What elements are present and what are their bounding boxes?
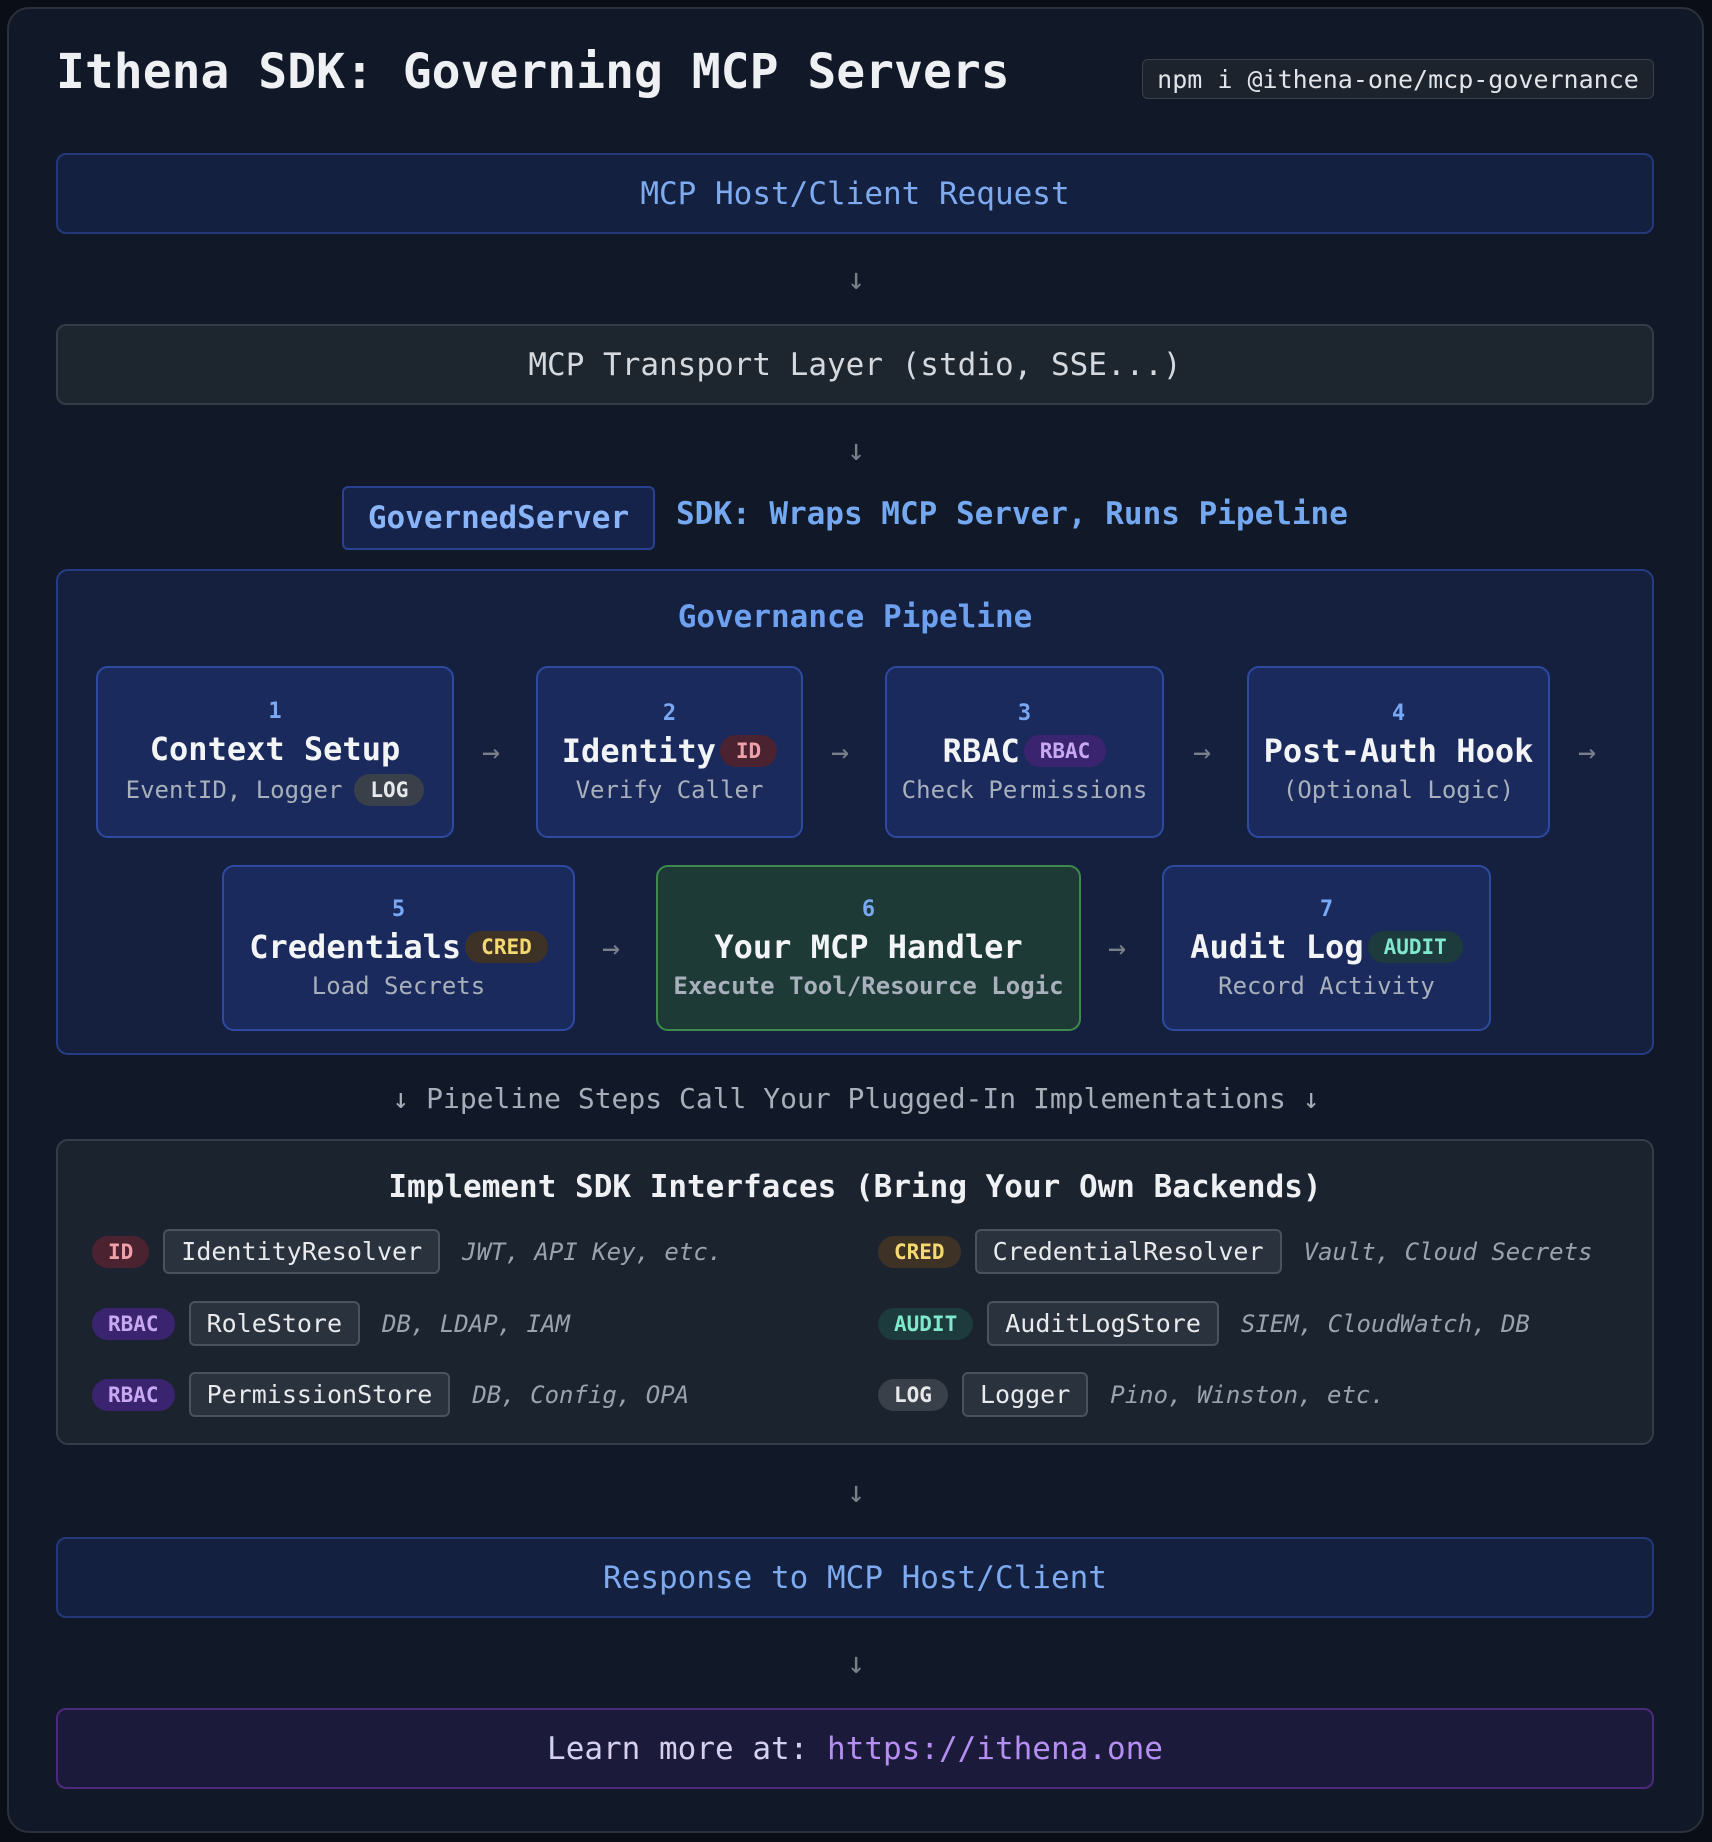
step-number: 3 [1017, 700, 1032, 726]
interface-desc: DB, LDAP, IAM [382, 1309, 570, 1338]
website-link[interactable]: https://ithena.one [827, 1730, 1163, 1767]
down-arrow-icon: ↓ [846, 433, 866, 468]
down-arrow-icon: ↓ [846, 1646, 866, 1681]
down-arrow-icon: ↓ [846, 262, 866, 297]
right-arrow-icon: → [831, 735, 850, 770]
step-subtitle: (Optional Logic) [1282, 775, 1515, 804]
interface-name: PermissionStore [188, 1372, 451, 1417]
interface-tag: AUDIT [878, 1307, 974, 1340]
transport-box: MCP Transport Layer (stdio, SSE...) [56, 324, 1654, 405]
interface-desc: SIEM, CloudWatch, DB [1240, 1309, 1530, 1338]
step-subtitle: Check Permissions [901, 775, 1148, 804]
step-number: 5 [391, 896, 406, 922]
interface-desc: Pino, Winston, etc. [1110, 1380, 1385, 1409]
step-title: Context Setup [149, 729, 401, 768]
audit-tag: AUDIT [1367, 930, 1463, 963]
interface-tag: LOG [878, 1378, 948, 1411]
interface-item: AUDIT AuditLogStore SIEM, CloudWatch, DB [878, 1301, 1530, 1346]
interface-item: RBAC PermissionStore DB, Config, OPA [92, 1372, 689, 1417]
page-title: Ithena SDK: Governing MCP Servers [56, 44, 1010, 100]
interface-desc: DB, Config, OPA [472, 1380, 690, 1409]
step-title: Your MCP Handler [714, 927, 1023, 966]
cred-tag: CRED [465, 930, 548, 963]
interface-name: AuditLogStore [987, 1301, 1219, 1346]
interface-tag: CRED [878, 1235, 961, 1268]
right-arrow-icon: → [1578, 735, 1597, 770]
step-subtitle: EventID, Logger [125, 775, 343, 804]
governed-server-label: SDK: Wraps MCP Server, Runs Pipeline [676, 496, 1348, 532]
interface-desc: JWT, API Key, etc. [462, 1237, 723, 1266]
interface-item: RBAC RoleStore DB, LDAP, IAM [92, 1301, 570, 1346]
id-tag: ID [719, 734, 778, 767]
pipeline-steps-note: ↓ Pipeline Steps Call Your Plugged-In Im… [392, 1082, 1320, 1115]
step-number: 1 [268, 698, 282, 724]
learn-more-label: Learn more at: [547, 1730, 827, 1767]
step-title: Credentials [249, 927, 462, 966]
interface-item: ID IdentityResolver JWT, API Key, etc. [92, 1229, 722, 1274]
step-post-auth-hook: 4 Post-Auth Hook (Optional Logic) [1247, 666, 1550, 838]
step-subtitle: Verify Caller [575, 775, 764, 804]
interface-tag: ID [92, 1235, 150, 1268]
interface-name: RoleStore [188, 1301, 361, 1346]
pipeline-title: Governance Pipeline [677, 599, 1033, 635]
down-arrow-icon: ↓ [846, 1475, 866, 1510]
log-tag: LOG [354, 773, 425, 806]
step-number: 2 [662, 700, 677, 726]
interfaces-title: Implement SDK Interfaces (Bring Your Own… [388, 1169, 1322, 1205]
step-mcp-handler: 6 Your MCP Handler Execute Tool/Resource… [656, 865, 1081, 1031]
governance-pipeline: Governance Pipeline 1 Context Setup Even… [56, 569, 1654, 1055]
step-context-setup: 1 Context Setup EventID, Logger LOG [96, 666, 454, 838]
step-title: Post-Auth Hook [1263, 731, 1534, 770]
step-number: 4 [1391, 700, 1406, 726]
step-title: RBAC [942, 731, 1020, 770]
step-number: 6 [861, 896, 876, 922]
step-subtitle: Record Activity [1218, 971, 1435, 1000]
interface-item: CRED CredentialResolver Vault, Cloud Secre… [878, 1229, 1593, 1274]
right-arrow-icon: → [1193, 735, 1212, 770]
interface-name: IdentityResolver [163, 1229, 441, 1274]
governed-server-badge: GovernedServer [342, 486, 655, 550]
right-arrow-icon: → [1108, 931, 1127, 966]
interface-item: LOG Logger Pino, Winston, etc. [878, 1372, 1385, 1417]
step-subtitle: Execute Tool/Resource Logic [673, 971, 1064, 1000]
right-arrow-icon: → [482, 735, 501, 770]
rbac-tag: RBAC [1023, 734, 1107, 767]
request-box: MCP Host/Client Request [56, 153, 1654, 234]
step-title: Audit Log [1190, 927, 1364, 966]
response-box: Response to MCP Host/Client [56, 1537, 1654, 1618]
interface-name: Logger [961, 1372, 1089, 1417]
interface-desc: Vault, Cloud Secrets [1303, 1237, 1593, 1266]
step-title: Identity [561, 731, 716, 770]
right-arrow-icon: → [602, 931, 621, 966]
sdk-interfaces-panel: Implement SDK Interfaces (Bring Your Own… [56, 1139, 1654, 1445]
step-number: 7 [1319, 896, 1334, 922]
step-subtitle: Load Secrets [311, 971, 486, 1000]
install-command: npm i @ithena-one/mcp-governance [1142, 59, 1654, 99]
learn-more-box: Learn more at: https://ithena.one [56, 1708, 1654, 1789]
interface-tag: RBAC [92, 1378, 175, 1411]
interface-tag: RBAC [92, 1307, 175, 1340]
interface-name: CredentialResolver [974, 1229, 1282, 1274]
